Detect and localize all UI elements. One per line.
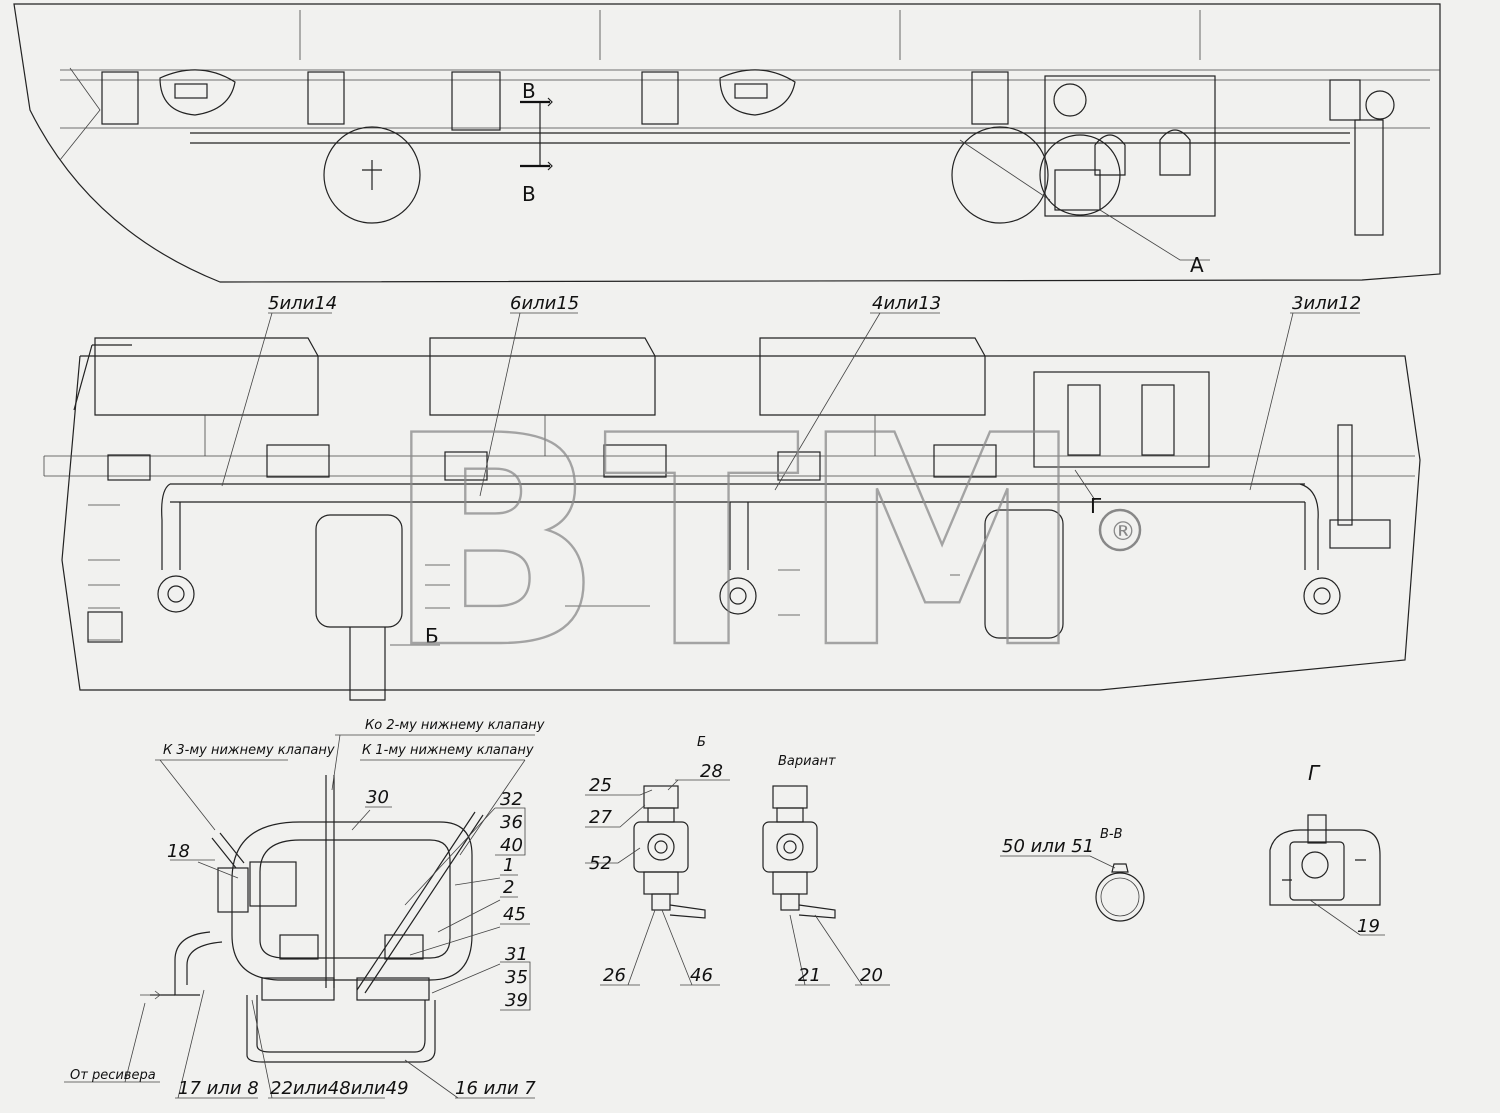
section-mark-bottom: В bbox=[522, 182, 536, 206]
pos-30: 30 bbox=[366, 787, 389, 808]
pos-22-or-48-or-49: 22или48или49 bbox=[270, 1078, 409, 1099]
view-a-label: А bbox=[1190, 253, 1204, 277]
watermark: BTM ® bbox=[384, 374, 1142, 713]
pos-16-or-7: 16 или 7 bbox=[455, 1078, 536, 1099]
pos-31: 31 bbox=[505, 944, 528, 965]
callout-4-or-13: 4или13 bbox=[872, 293, 941, 314]
pos-52: 52 bbox=[589, 853, 612, 874]
pos-20: 20 bbox=[860, 965, 883, 986]
section-vv: В-В 50 или 51 bbox=[1000, 827, 1145, 922]
view-b-ref: Б bbox=[425, 624, 439, 648]
to-valve-2-label: Ко 2-му нижнему клапану bbox=[365, 718, 545, 733]
from-receiver-label: От ресивера bbox=[70, 1068, 156, 1083]
pos-50-or-51: 50 или 51 bbox=[1002, 836, 1094, 857]
pos-2: 2 bbox=[503, 877, 514, 898]
pos-36: 36 bbox=[500, 812, 523, 833]
plan-view: 5или14 6или15 4или13 3или12 Б Г bbox=[43, 293, 1421, 701]
pos-40: 40 bbox=[500, 835, 523, 856]
pos-45: 45 bbox=[503, 904, 526, 925]
callout-6-or-15: 6или15 bbox=[510, 293, 579, 314]
variant-title: Вариант bbox=[778, 754, 836, 769]
pos-32: 32 bbox=[500, 789, 523, 810]
callout-3-or-12: 3или12 bbox=[1292, 293, 1361, 314]
section-vv-title: В-В bbox=[1100, 827, 1123, 842]
pos-25: 25 bbox=[589, 775, 612, 796]
detail-g-title: Г bbox=[1308, 761, 1321, 785]
detail-b: Б 25 28 27 52 26 46 bbox=[585, 735, 730, 986]
side-view: В В А bbox=[13, 3, 1441, 283]
pos-19: 19 bbox=[1357, 916, 1380, 937]
detail-a: К 3-му нижнему клапану Ко 2-му нижнему к… bbox=[64, 718, 545, 1099]
detail-g: Г 19 bbox=[1269, 761, 1385, 937]
view-g-ref: Г bbox=[1090, 494, 1102, 518]
pos-35: 35 bbox=[505, 967, 528, 988]
watermark-text: BTM bbox=[385, 375, 1085, 712]
section-mark-top: В bbox=[522, 79, 536, 103]
variant-detail: Вариант 21 20 bbox=[762, 754, 890, 986]
pos-1: 1 bbox=[503, 855, 514, 876]
pos-18: 18 bbox=[167, 841, 190, 862]
pos-39: 39 bbox=[505, 990, 528, 1011]
detail-b-title: Б bbox=[697, 735, 706, 750]
callout-5-or-14: 5или14 bbox=[268, 293, 337, 314]
pos-26: 26 bbox=[603, 965, 626, 986]
to-valve-1-label: К 1-му нижнему клапану bbox=[362, 743, 534, 758]
pos-21: 21 bbox=[798, 965, 821, 986]
pos-46: 46 bbox=[690, 965, 713, 986]
pos-27: 27 bbox=[589, 807, 612, 828]
pos-28: 28 bbox=[700, 761, 723, 782]
to-valve-3-label: К 3-му нижнему клапану bbox=[163, 743, 335, 758]
pos-17-or-8: 17 или 8 bbox=[178, 1078, 259, 1099]
registered-mark: ® bbox=[1110, 517, 1136, 547]
registered-circle bbox=[1098, 508, 1142, 552]
